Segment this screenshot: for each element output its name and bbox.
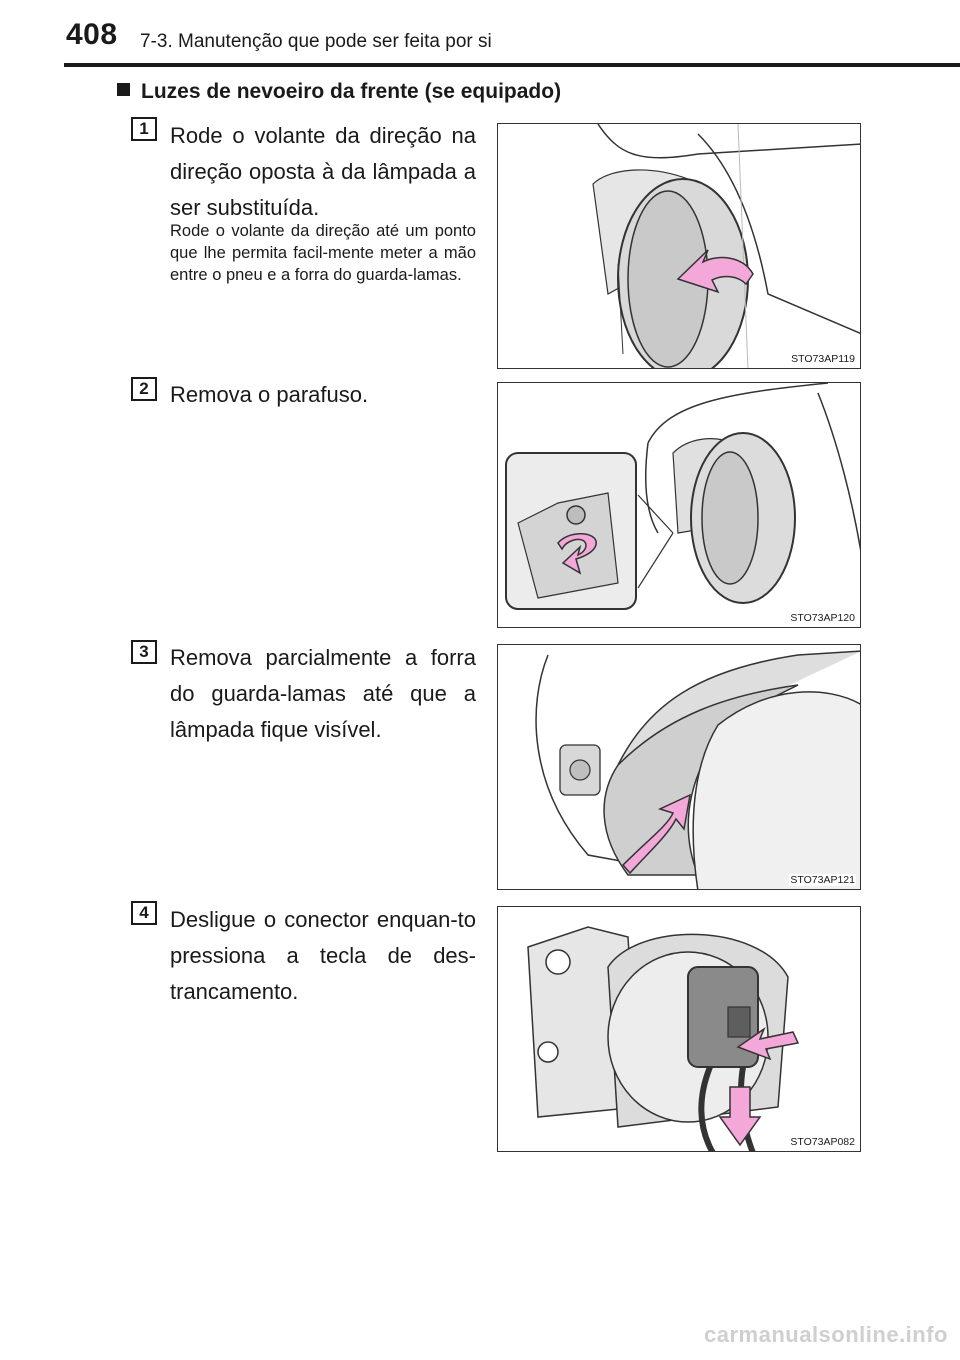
section-heading: Luzes de nevoeiro da frente (se equipado… <box>117 80 561 104</box>
figure-code: STO73AP121 <box>789 874 856 886</box>
pull-arrow-icon <box>718 1086 762 1147</box>
step-number-badge: 2 <box>131 377 157 401</box>
step-2-text: Remova o parafuso. <box>170 382 369 407</box>
step-number-badge: 3 <box>131 640 157 664</box>
step-3-text: Remova parcialmente a forra do guarda-la… <box>170 645 476 742</box>
figure-remove-bolt: STO73AP120 <box>497 382 861 628</box>
page-header: 408 7-3. Manutenção que pode ser feita p… <box>0 0 960 67</box>
step-4-text: Desligue o conector enquan-to pressiona … <box>170 907 476 1004</box>
header-divider <box>64 63 960 67</box>
step-number-badge: 4 <box>131 901 157 925</box>
connector-icon <box>687 966 759 1068</box>
fender-liner-illustration <box>535 650 860 889</box>
figure-code: STO73AP119 <box>790 353 856 365</box>
figure-code: STO73AP082 <box>789 1136 856 1148</box>
square-bullet-icon <box>117 83 130 96</box>
watermark: carmanualsonline.info <box>704 1322 948 1347</box>
figure-steering-tire: STO73AP119 <box>497 123 861 369</box>
figure-fender-liner: STO73AP121 <box>497 644 861 890</box>
rotate-arrow-icon <box>557 533 597 575</box>
chapter-title: 7-3. Manutenção que pode ser feita por s… <box>140 31 492 52</box>
arrow-icon <box>621 793 691 875</box>
arrow-icon <box>676 249 754 294</box>
page-number: 408 <box>66 18 118 51</box>
tire-illustration <box>592 124 860 368</box>
step-number-badge: 1 <box>131 117 157 141</box>
section-title: Luzes de nevoeiro da frente (se equipado… <box>141 80 562 103</box>
bolt-illustration <box>505 383 860 610</box>
step-1-note: Rode o volante da direção até um ponto q… <box>170 222 476 284</box>
connector-illustration <box>527 926 800 1151</box>
step-1-text: Rode o volante da direção na direção opo… <box>170 123 476 220</box>
press-arrow-icon <box>736 1026 800 1061</box>
figure-code: STO73AP120 <box>789 612 856 624</box>
figure-connector: STO73AP082 <box>497 906 861 1152</box>
bolt-icon <box>566 505 586 525</box>
